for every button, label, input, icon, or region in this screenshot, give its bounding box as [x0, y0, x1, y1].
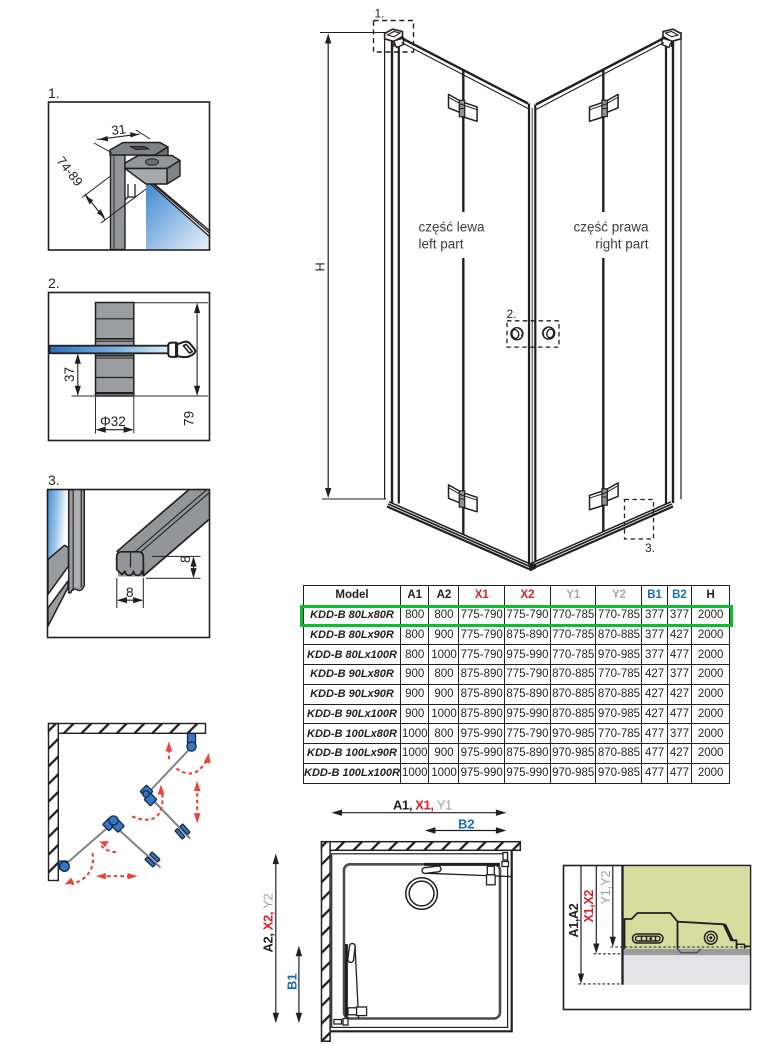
svg-text:A1,A2: A1,A2 — [567, 903, 581, 937]
svg-text:37: 37 — [62, 367, 77, 382]
svg-text:2.: 2. — [507, 307, 517, 321]
svg-text:B2: B2 — [458, 817, 475, 832]
svg-text:Y1,Y2: Y1,Y2 — [599, 870, 613, 904]
svg-text:2.: 2. — [48, 275, 60, 291]
svg-text:część lewa: część lewa — [419, 220, 486, 235]
svg-text:right part: right part — [595, 237, 649, 252]
svg-text:3.: 3. — [48, 472, 60, 488]
svg-text:A1, X1, Y1: A1, X1, Y1 — [393, 798, 452, 813]
svg-text:left part: left part — [419, 237, 464, 252]
svg-text:3.: 3. — [645, 541, 655, 555]
svg-text:A2, X2, Y2: A2, X2, Y2 — [261, 893, 276, 952]
svg-text:8: 8 — [178, 555, 193, 563]
svg-text:Φ32: Φ32 — [100, 414, 126, 429]
svg-text:79: 79 — [182, 411, 197, 426]
svg-text:1.: 1. — [48, 85, 60, 101]
svg-text:31: 31 — [111, 121, 127, 138]
svg-text:74-89: 74-89 — [54, 154, 86, 189]
svg-text:X1,X2: X1,X2 — [582, 890, 596, 923]
svg-text:część prawa: część prawa — [573, 220, 649, 235]
svg-text:8: 8 — [126, 585, 134, 600]
svg-text:1.: 1. — [375, 7, 385, 21]
svg-text:H: H — [314, 262, 328, 271]
svg-text:B1: B1 — [285, 973, 300, 990]
